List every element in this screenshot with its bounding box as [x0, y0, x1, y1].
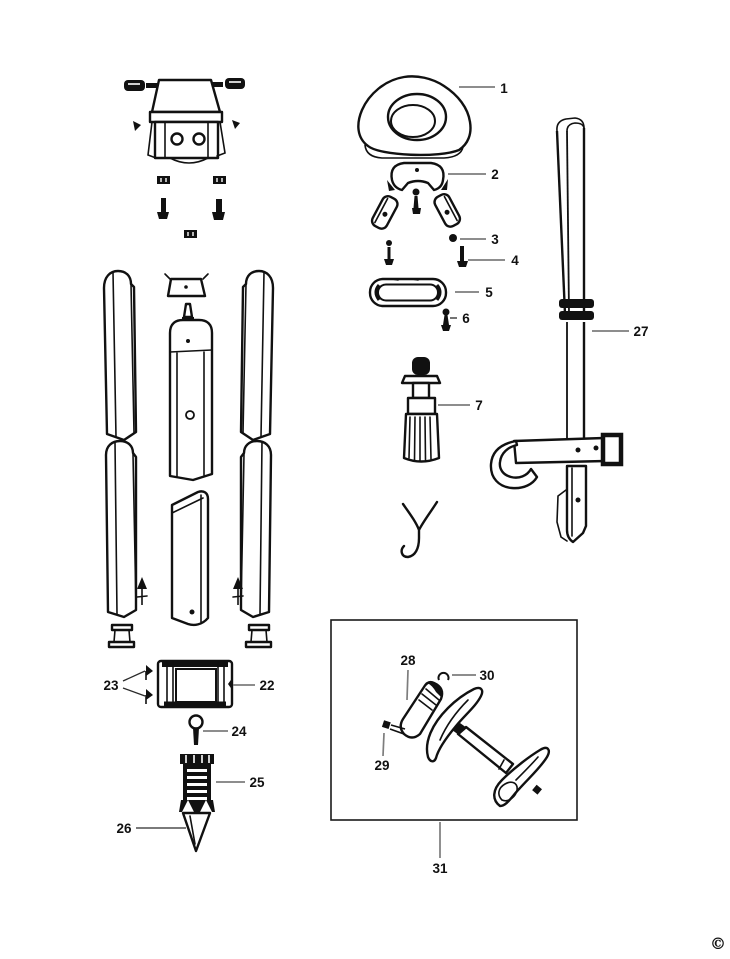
copyright-mark: ©: [710, 934, 726, 953]
part-number: 28: [400, 653, 416, 668]
part-number: 3: [491, 232, 499, 247]
kit-box-part31: [330, 619, 578, 821]
bolt: [216, 199, 222, 213]
kit-shaft: [452, 723, 515, 775]
callout-7: 7: [438, 398, 483, 413]
leg-lower-left: [104, 439, 138, 619]
head-plate-hole: [386, 92, 448, 142]
kit-small-nut: [532, 784, 542, 795]
insert-arrow-left: [136, 577, 148, 605]
left-wing-handle: [124, 80, 145, 91]
callouts: 1 2 3 4 5 6 7 22: [103, 81, 648, 876]
strap-hook-bar: [512, 436, 608, 465]
oval-link-part5: [368, 277, 448, 308]
part-number: 22: [259, 678, 274, 693]
bolt-left: [384, 240, 394, 265]
leg-upper-right: [239, 269, 275, 442]
clamp-bracket-part2: [387, 161, 448, 192]
part-number: 26: [116, 821, 132, 836]
head-band: [148, 110, 224, 124]
part-number: 7: [475, 398, 483, 413]
nut: [213, 176, 226, 184]
part-number: 31: [432, 861, 448, 876]
knob-part7: [400, 357, 442, 463]
leg-ferrule-left: [107, 623, 136, 649]
arrow-mark: [133, 121, 141, 131]
callout-4: 4: [468, 253, 519, 268]
part-number: 5: [485, 285, 493, 300]
callout-29: 29: [374, 732, 390, 773]
nut: [184, 230, 197, 238]
bracket-hole: [170, 132, 184, 146]
bolt-part4: [457, 246, 468, 267]
leg-upper-left: [102, 269, 138, 442]
left-wing-pin: [146, 83, 158, 88]
callout-2: 2: [448, 167, 499, 182]
callout-1: 1: [459, 81, 508, 96]
clamp-screws-part23: [145, 665, 153, 704]
bracket-hole: [192, 132, 206, 146]
part-number: 1: [500, 81, 508, 96]
callout-23: 23: [103, 670, 146, 697]
part-number: 30: [479, 668, 494, 683]
nut: [157, 176, 170, 184]
screw-part6: [441, 308, 451, 331]
callout-27: 27: [592, 324, 649, 339]
hanger-hook: [400, 500, 439, 559]
part-number: 23: [103, 678, 119, 693]
kit-blade-center: [425, 686, 484, 763]
part-number: 4: [511, 253, 519, 268]
callout-24: 24: [203, 724, 247, 739]
part-number: 29: [374, 758, 389, 773]
callout-5: 5: [455, 285, 493, 300]
insert-arrow-right: [232, 577, 244, 605]
head-top-casting: [150, 78, 222, 114]
leg-clamp-part22: [156, 659, 234, 709]
callout-6: 6: [450, 311, 470, 326]
leg-ferrule-right: [244, 623, 273, 649]
head-bracket: [153, 120, 220, 160]
part-number: 27: [633, 324, 648, 339]
callout-22: 22: [233, 678, 275, 693]
leg-center-pin: [182, 302, 194, 321]
strap-bar-endcap: [600, 432, 624, 467]
head-fasteners: [157, 176, 226, 238]
callout-30: 30: [452, 668, 495, 683]
spike-part26: [181, 811, 212, 853]
callout-31: 31: [432, 822, 448, 876]
callout-26: 26: [116, 821, 186, 836]
clamp-pads: [370, 188, 462, 230]
kit-tool-part28: [381, 680, 444, 739]
leg-center-cap: [164, 273, 209, 298]
leg-center-upper: [168, 318, 214, 482]
arrow-mark: [232, 120, 240, 129]
callout-25: 25: [216, 775, 265, 790]
leg-hole: [185, 410, 195, 420]
nut-part3: [449, 234, 457, 242]
foot-part25: [179, 754, 215, 812]
tool-tip-part29: [381, 720, 391, 730]
part-number: 2: [491, 167, 499, 182]
head-plate-part1: [357, 75, 472, 159]
part-number: 6: [462, 311, 470, 326]
strap-buckle: [559, 299, 594, 308]
strap-part27: [489, 117, 624, 544]
part-number: 24: [231, 724, 247, 739]
leg-lower-right: [239, 439, 273, 619]
bolt: [161, 198, 166, 213]
pin-part24: [188, 714, 204, 745]
strap-hook: [489, 439, 539, 490]
right-wing-handle: [225, 78, 245, 89]
part-number: 25: [249, 775, 265, 790]
tripod-head-assembly: [124, 78, 245, 164]
right-wing-pin: [212, 82, 223, 87]
kit-blade-lower: [493, 746, 550, 808]
leg-center-lower: [170, 490, 210, 627]
ring-part30: [437, 671, 450, 681]
callout-28: 28: [400, 653, 416, 701]
callout-3: 3: [460, 232, 499, 247]
